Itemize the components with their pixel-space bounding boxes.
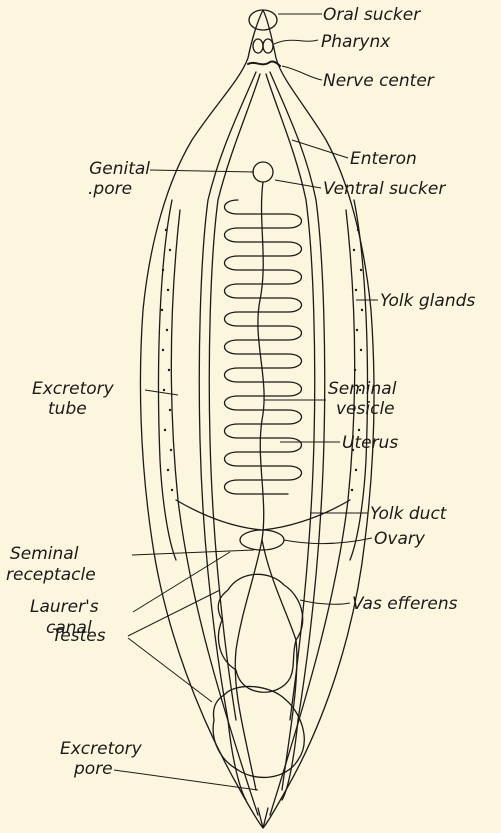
vas-efferens (262, 540, 297, 790)
label-yolk-glands: Yolk glands (380, 292, 475, 311)
label-excretory-tube-2: tube (48, 400, 87, 419)
label-seminal-vesicle-2: vesicle (336, 400, 395, 419)
seminal-vesicle (258, 182, 264, 540)
yolk-gland-left (159, 200, 177, 560)
testis-upper (218, 574, 302, 692)
label-seminal-receptacle-2: receptacle (6, 566, 96, 585)
label-excretory-pore-1: Excretory (60, 740, 142, 759)
nerve-center (248, 61, 280, 66)
oral-sucker (249, 10, 277, 30)
label-genital-pore-1: Genital (52, 160, 150, 179)
label-testes: Testes (52, 627, 106, 646)
label-genital-pore-2: .pore (88, 180, 132, 199)
ventral-sucker (253, 162, 273, 182)
label-laurers-canal-1: Laurer's (30, 598, 99, 617)
label-excretory-pore-2: pore (74, 760, 113, 779)
label-oral-sucker: Oral sucker (323, 6, 420, 25)
label-vas-efferens: Vas efferens (352, 595, 458, 614)
label-uterus: Uterus (342, 434, 398, 453)
label-pharynx: Pharynx (321, 33, 390, 52)
label-ventral-sucker: Ventral sucker (323, 180, 445, 199)
pharynx (253, 39, 263, 53)
body-outline (140, 10, 373, 828)
enteron-right (270, 72, 325, 800)
vas-efferens-2 (235, 540, 262, 790)
label-enteron: Enteron (350, 150, 417, 169)
label-seminal-vesicle-1: Seminal (328, 380, 396, 399)
label-seminal-receptacle-1: Seminal (10, 545, 78, 564)
label-excretory-tube-1: Excretory (32, 380, 114, 399)
excretory-pore (258, 808, 268, 828)
label-ovary: Ovary (374, 530, 425, 549)
label-yolk-duct: Yolk duct (370, 505, 446, 524)
pharynx-right (263, 39, 273, 53)
excretory-tube-left (171, 210, 258, 815)
label-nerve-center: Nerve center (323, 72, 434, 91)
